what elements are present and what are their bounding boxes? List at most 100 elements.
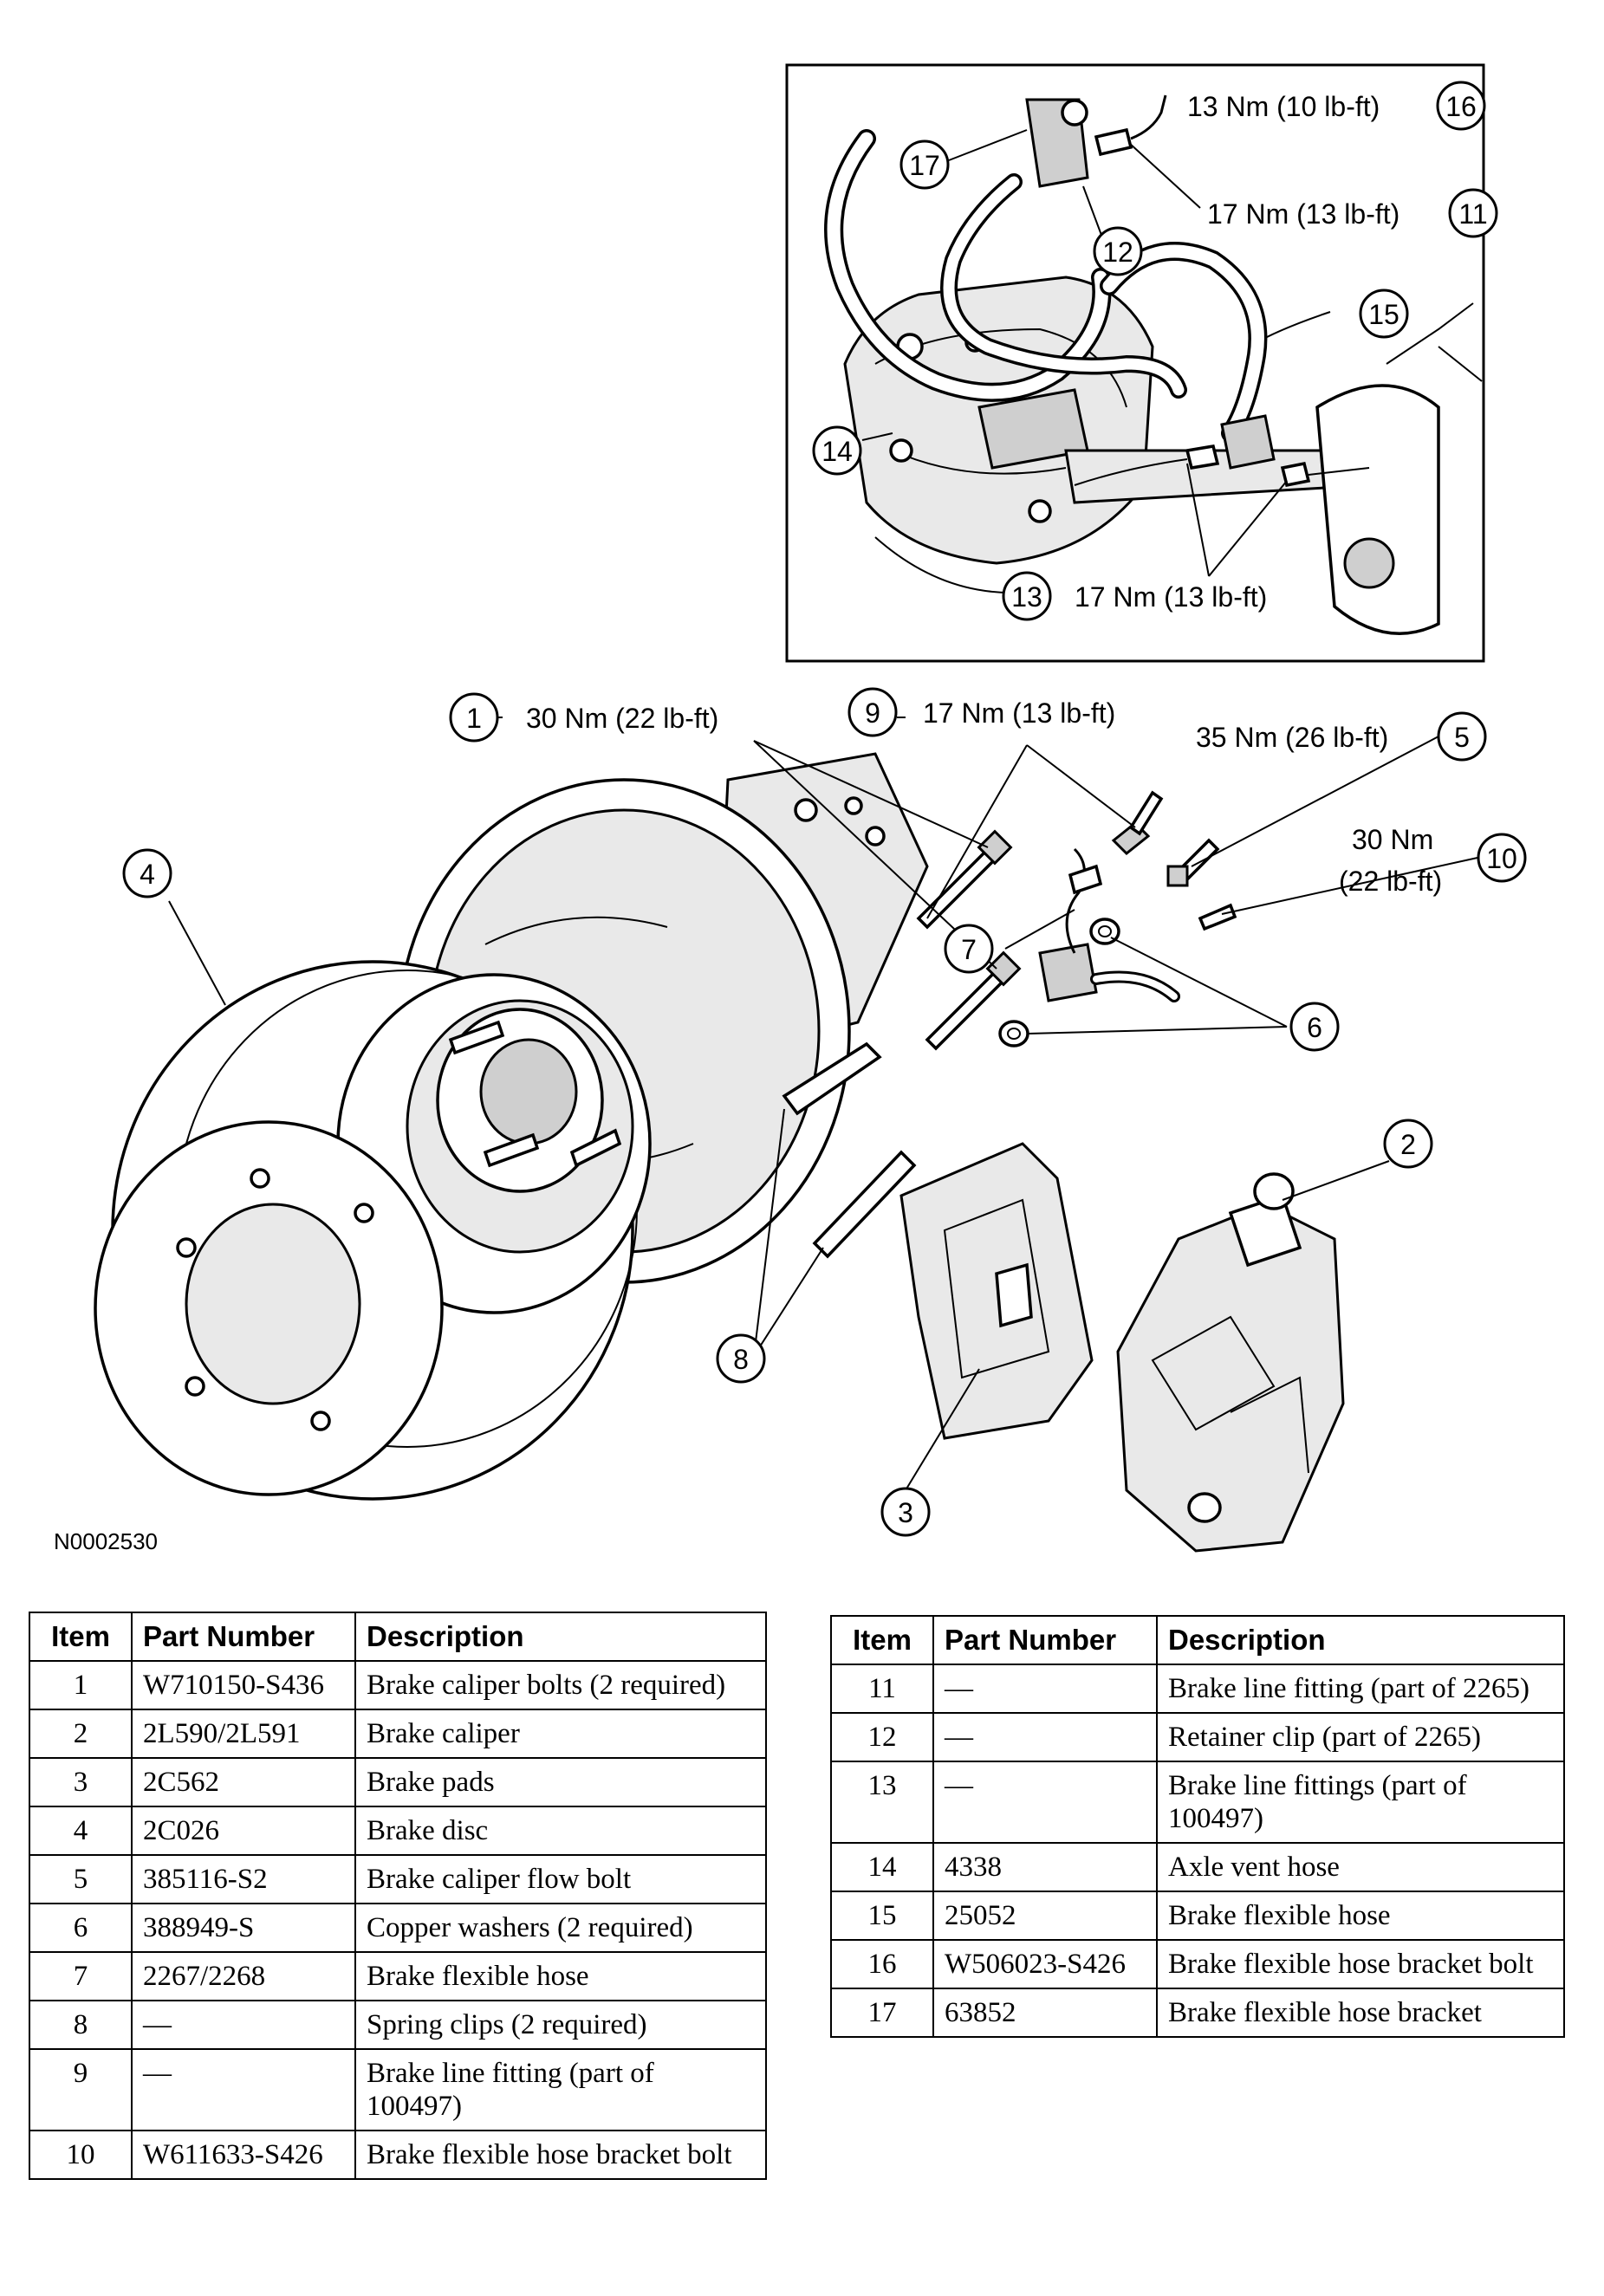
svg-text:30 Nm: 30 Nm: [1352, 824, 1433, 855]
svg-text:12: 12: [1102, 237, 1133, 268]
callout-7: 7: [944, 924, 994, 974]
exploded-view-diagram: 13 Nm (10 lb-ft) 16 17 17 Nm (13 lb-ft) …: [54, 63, 1527, 1554]
svg-text:17 Nm (13 lb-ft): 17 Nm (13 lb-ft): [1075, 581, 1267, 613]
table-row: 9—Brake line fitting (part of 100497): [29, 2048, 767, 2131]
svg-text:7: 7: [961, 934, 977, 965]
cell-part-number: 388949-S: [131, 1903, 356, 1953]
callout-8: 8: [716, 1333, 766, 1384]
cell-part-number: 2C562: [131, 1757, 356, 1807]
callout-5: 35 Nm (26 lb-ft) 5: [1196, 711, 1487, 762]
cell-part-number: 25052: [932, 1891, 1158, 1941]
header-item: Item: [830, 1615, 934, 1665]
cell-item: 11: [830, 1664, 934, 1714]
cell-item: 15: [830, 1891, 934, 1941]
svg-text:17 Nm (13 lb-ft): 17 Nm (13 lb-ft): [1207, 198, 1399, 230]
svg-text:8: 8: [733, 1344, 749, 1375]
header-description: Description: [354, 1612, 767, 1662]
cell-part-number: —: [131, 2000, 356, 2050]
figure-id: N0002530: [54, 1528, 158, 1554]
svg-text:2: 2: [1400, 1129, 1416, 1160]
parts-table-right: Item Part Number Description 11—Brake li…: [830, 1615, 1565, 2038]
svg-text:(22 lb-ft): (22 lb-ft): [1339, 866, 1442, 897]
header-part-number: Part Number: [131, 1612, 356, 1662]
svg-text:13: 13: [1011, 581, 1042, 613]
cell-part-number: W710150-S436: [131, 1660, 356, 1710]
cell-item: 2: [29, 1709, 133, 1759]
cell-item: 6: [29, 1903, 133, 1953]
cell-part-number: —: [131, 2048, 356, 2131]
cell-description: Retainer clip (part of 2265): [1156, 1712, 1565, 1762]
cell-description: Brake flexible hose bracket bolt: [1156, 1939, 1565, 1989]
cell-item: 10: [29, 2130, 133, 2180]
callout-14: 14: [812, 425, 862, 476]
cell-description: Brake caliper bolts (2 required): [354, 1660, 767, 1710]
cell-part-number: 4338: [932, 1842, 1158, 1892]
svg-text:13 Nm (10 lb-ft): 13 Nm (10 lb-ft): [1187, 91, 1380, 122]
svg-text:15: 15: [1368, 299, 1399, 330]
cell-item: 7: [29, 1951, 133, 2001]
cell-item: 13: [830, 1761, 934, 1844]
callout-13: 13 17 Nm (13 lb-ft): [1002, 571, 1267, 621]
cell-item: 9: [29, 2048, 133, 2131]
cell-part-number: —: [932, 1761, 1158, 1844]
svg-text:3: 3: [898, 1497, 913, 1528]
callout-3: 3: [880, 1487, 931, 1537]
brake-assembly-drawing: [94, 752, 1345, 1553]
svg-text:16: 16: [1445, 91, 1477, 122]
cell-item: 1: [29, 1660, 133, 1710]
svg-text:6: 6: [1307, 1012, 1322, 1043]
svg-text:9: 9: [865, 697, 880, 729]
callout-6: 6: [1289, 1002, 1340, 1052]
table-row: 8—Spring clips (2 required): [29, 2000, 767, 2050]
cell-item: 12: [830, 1712, 934, 1762]
cell-description: Brake line fittings (part of 100497): [1156, 1761, 1565, 1844]
cell-part-number: W506023-S426: [932, 1939, 1158, 1989]
cell-description: Brake pads: [354, 1757, 767, 1807]
table-row: 12—Retainer clip (part of 2265): [830, 1712, 1565, 1762]
cell-description: Spring clips (2 required): [354, 2000, 767, 2050]
callout-16: 13 Nm (10 lb-ft) 16: [1187, 81, 1486, 131]
header-part-number: Part Number: [932, 1615, 1158, 1665]
svg-text:17: 17: [909, 150, 940, 181]
svg-text:10: 10: [1486, 843, 1517, 874]
cell-part-number: —: [932, 1712, 1158, 1762]
header-description: Description: [1156, 1615, 1565, 1665]
cell-part-number: —: [932, 1664, 1158, 1714]
callout-1: 1 30 Nm (22 lb-ft): [449, 692, 718, 743]
callout-9: 9 17 Nm (13 lb-ft): [847, 687, 1115, 737]
callout-10: 30 Nm (22 lb-ft) 10: [1339, 824, 1527, 897]
cell-item: 3: [29, 1757, 133, 1807]
callout-12: 12: [1093, 226, 1143, 276]
cell-item: 17: [830, 1988, 934, 2038]
table-header-row: Item Part Number Description: [830, 1615, 1565, 1665]
cell-item: 4: [29, 1806, 133, 1856]
cell-description: Brake line fitting (part of 2265): [1156, 1664, 1565, 1714]
cell-description: Brake line fitting (part of 100497): [354, 2048, 767, 2131]
svg-text:5: 5: [1454, 722, 1470, 753]
cell-description: Brake caliper flow bolt: [354, 1854, 767, 1904]
cell-description: Brake flexible hose: [1156, 1891, 1565, 1941]
header-item: Item: [29, 1612, 133, 1662]
cell-item: 8: [29, 2000, 133, 2050]
cell-description: Copper washers (2 required): [354, 1903, 767, 1953]
svg-text:4: 4: [140, 859, 155, 890]
cell-description: Brake flexible hose bracket bolt: [354, 2130, 767, 2180]
cell-item: 14: [830, 1842, 934, 1892]
table-row: 11—Brake line fitting (part of 2265): [830, 1664, 1565, 1714]
cell-item: 16: [830, 1939, 934, 1989]
cell-part-number: 2L590/2L591: [131, 1709, 356, 1759]
inset-detail-view: [785, 63, 1485, 663]
cell-description: Brake disc: [354, 1806, 767, 1856]
callout-4: 4: [122, 848, 172, 898]
callout-17: 17: [899, 139, 950, 190]
svg-text:14: 14: [821, 436, 853, 467]
callout-15: 15: [1359, 289, 1409, 339]
